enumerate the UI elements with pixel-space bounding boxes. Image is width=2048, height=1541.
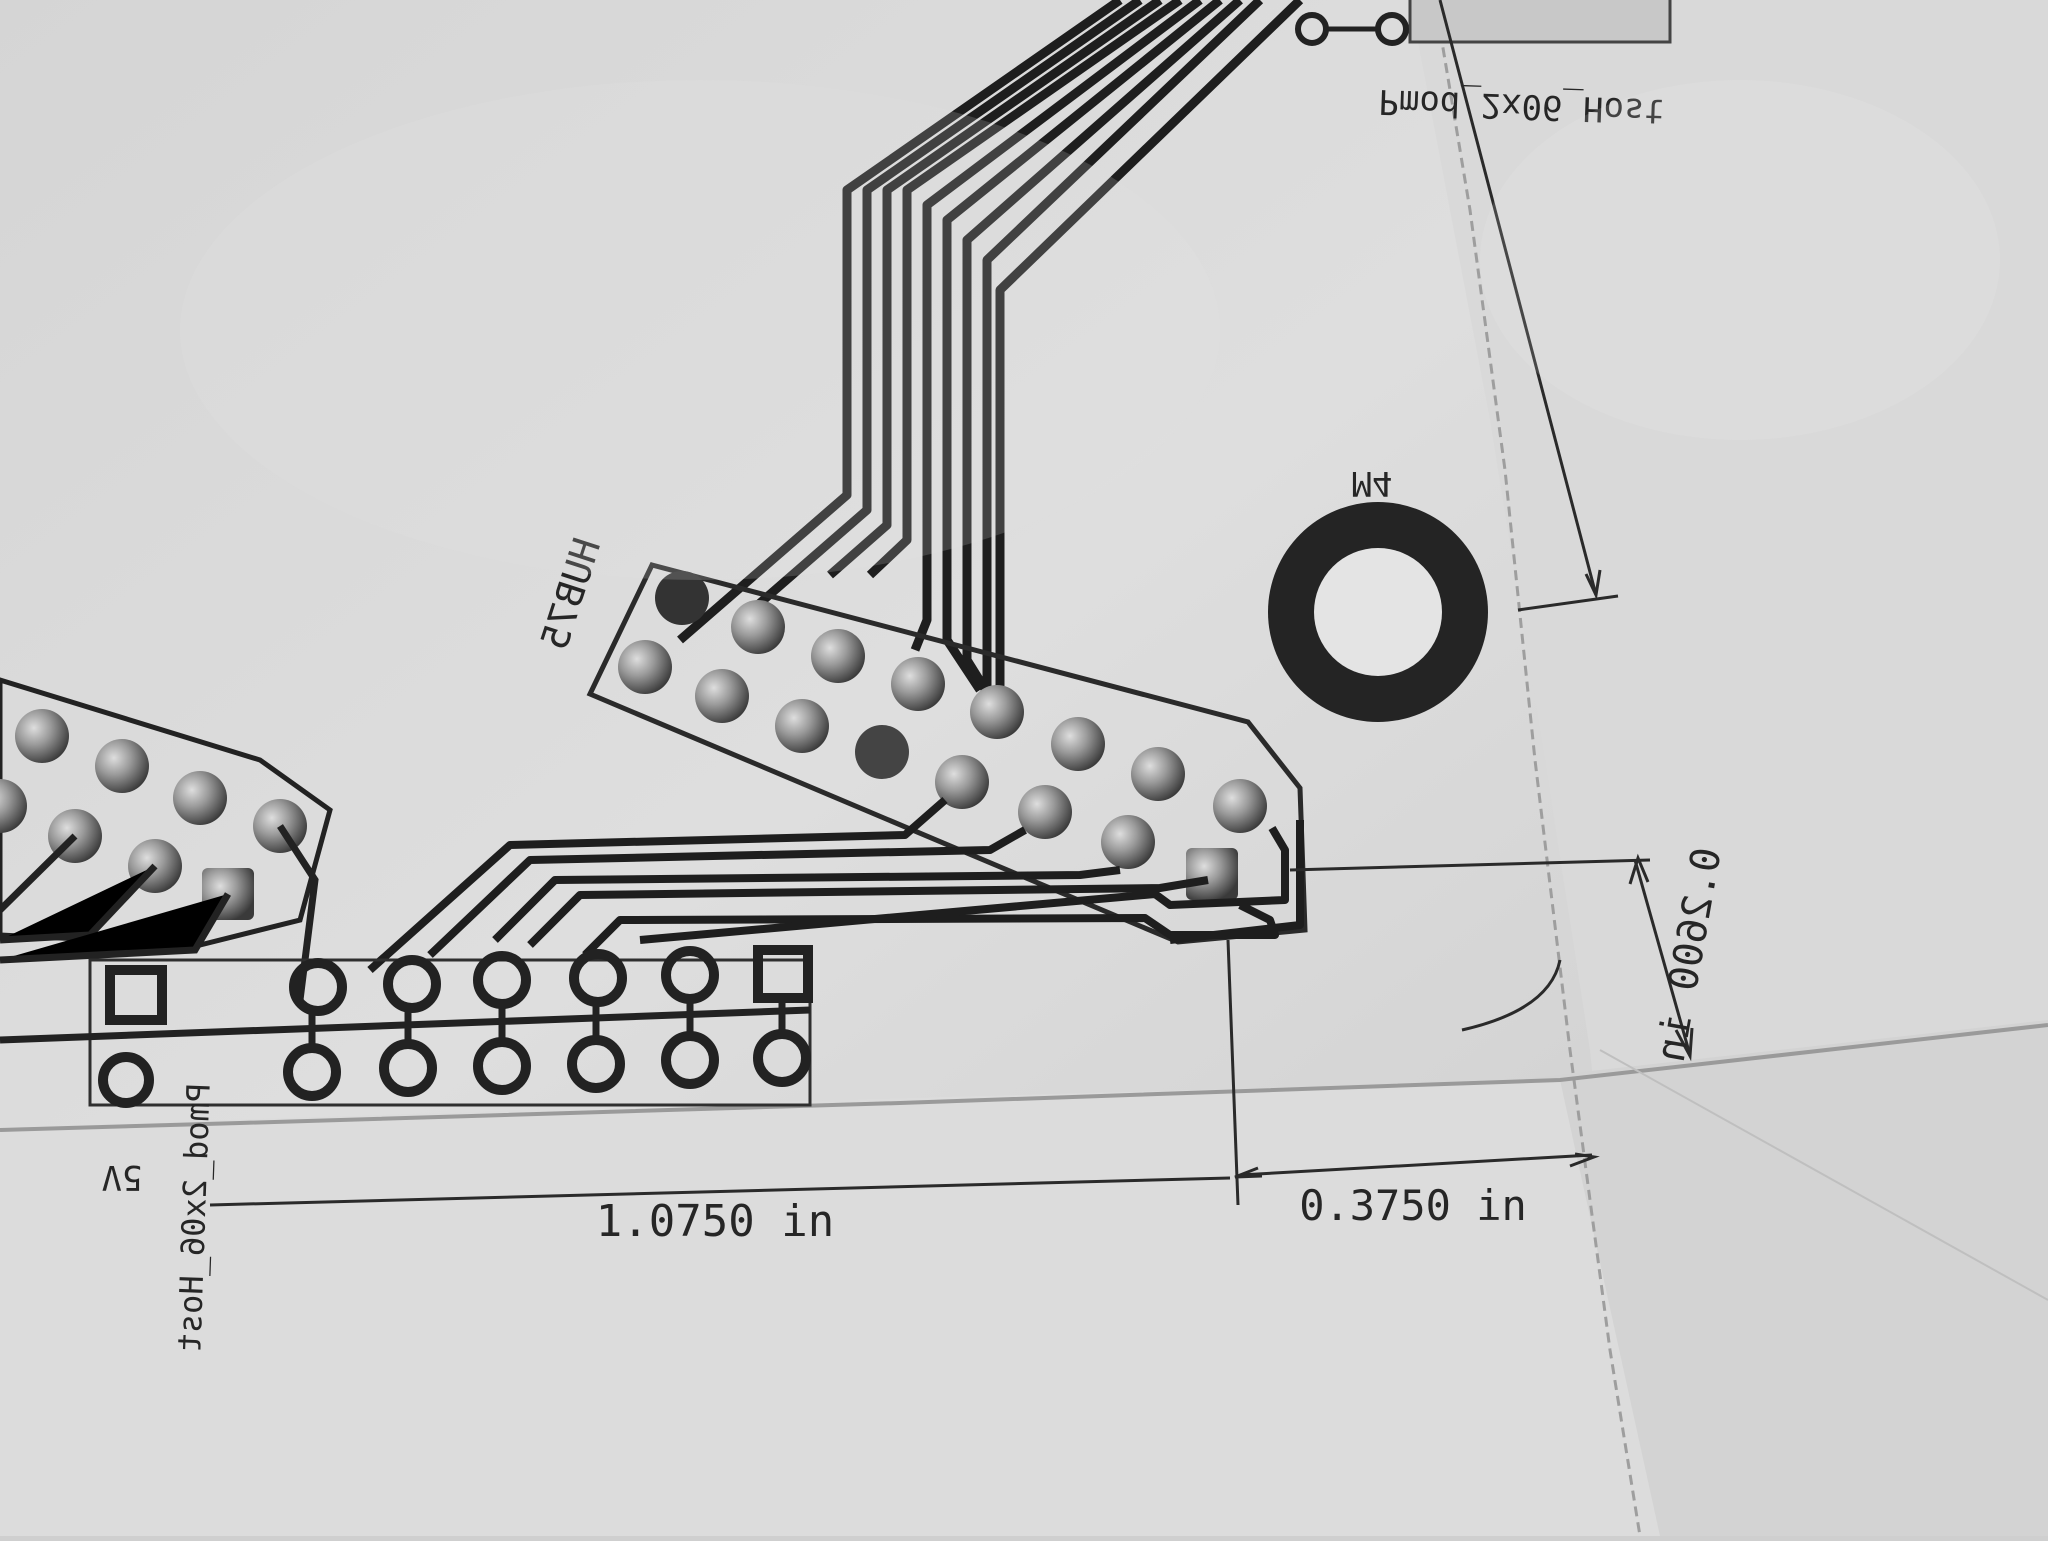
paper-highlight-right xyxy=(1480,80,2000,440)
hub75-pad xyxy=(891,657,945,711)
hub75-pad-square xyxy=(1186,848,1238,900)
pmod-top-right xyxy=(1295,0,1672,46)
hub75-pad xyxy=(935,755,989,809)
m4-mounting-hole xyxy=(1268,502,1488,722)
pmod-lower-footprint xyxy=(0,945,813,1108)
paper-lower-right-sheet xyxy=(1510,1020,2048,1536)
hub75-pad xyxy=(1213,779,1267,833)
hub75-pad xyxy=(811,629,865,683)
dimension-arrows xyxy=(1234,569,1694,1179)
paper-lower-sheet xyxy=(0,1080,1660,1536)
hub75-pad xyxy=(1101,815,1155,869)
hub75-pad xyxy=(695,669,749,723)
hub75-pad xyxy=(970,685,1024,739)
hub75-pad xyxy=(1131,747,1185,801)
hub75-pad xyxy=(1051,717,1105,771)
trace-bundle-lower xyxy=(367,796,1304,973)
hub75-pad xyxy=(731,600,785,654)
paper-crease xyxy=(1599,1049,2048,1301)
hub75-pad xyxy=(618,640,672,694)
hub75-pad xyxy=(1018,785,1072,839)
pmod-host-left-label: Pmod_2x06_Host xyxy=(170,1082,217,1353)
hub75-outline xyxy=(586,562,1308,945)
board-outline-right xyxy=(1433,0,1642,1537)
dimension-width-right: 0.3750 in xyxy=(1299,1181,1527,1230)
left-header-pads xyxy=(0,677,333,1001)
hub75-pad xyxy=(775,699,829,753)
hub75-pad xyxy=(855,725,909,779)
paper-fold-edge xyxy=(0,1023,2048,1132)
paper-highlight xyxy=(180,80,1220,580)
dimension-lines xyxy=(209,0,1692,1207)
trace-bundle xyxy=(677,0,1304,715)
m4-label: M4 xyxy=(1352,463,1393,503)
hub75-pads xyxy=(618,571,1267,900)
dimension-width-main: 1.0750 in xyxy=(596,1196,834,1247)
pmod-host-label: Pmod_2x06_Host xyxy=(1378,81,1666,131)
voltage-label: 5V xyxy=(102,1157,143,1197)
hub75-pad xyxy=(655,571,709,625)
